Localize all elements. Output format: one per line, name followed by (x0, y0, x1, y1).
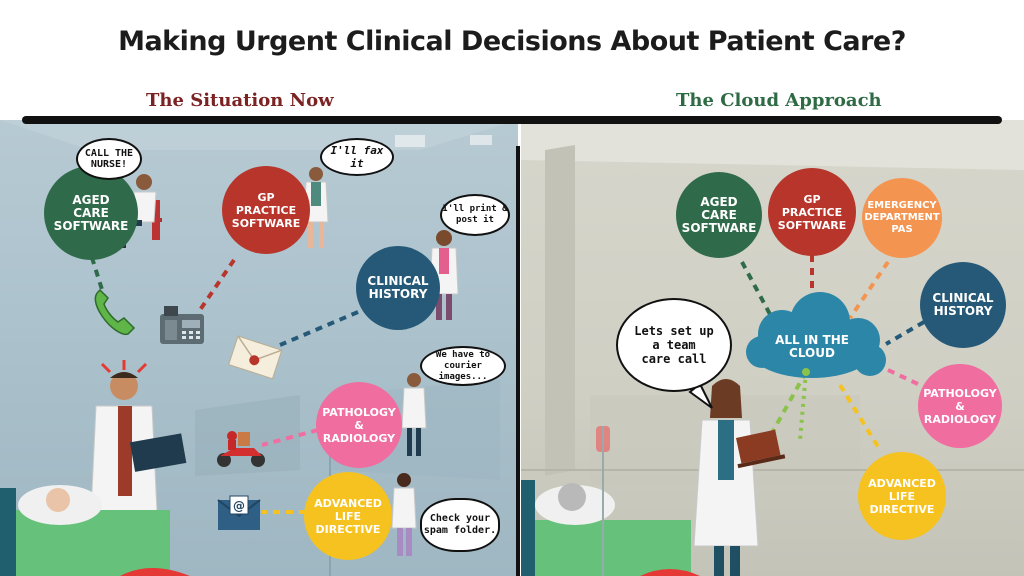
cloud-doctor-figure (693, 379, 759, 576)
right-patient-bed (521, 426, 700, 576)
situation-now-heading: The Situation Now (146, 90, 334, 111)
courier-bubble: We have to courier images... (420, 346, 506, 386)
gp-doctor-figure (303, 167, 329, 248)
left-advanced-life-circle: ADVANCED LIFE DIRECTIVE (304, 472, 392, 560)
right-advanced-life-circle: ADVANCED LIFE DIRECTIVE (858, 452, 946, 540)
phone-icon (94, 288, 136, 336)
right-gp-practice-circle: GP PRACTICE SOFTWARE (768, 168, 856, 256)
heading-underline-bar (22, 116, 1002, 124)
left-patient-bed (0, 485, 190, 576)
right-clinical-history-circle: CLINICAL HISTORY (920, 262, 1006, 348)
spam-folder-bubble: Check your spam folder. (420, 498, 500, 552)
left-gp-practice-circle: GP PRACTICE SOFTWARE (222, 166, 310, 254)
team-care-bubble: Lets set up a team care call (616, 298, 732, 392)
call-nurse-bubble: CALL THE NURSE! (76, 138, 142, 180)
fax-icon (160, 306, 204, 344)
right-aged-care-circle: AGED CARE SOFTWARE (676, 172, 762, 258)
scooter-icon (217, 431, 265, 467)
cloud-label: ALL IN THE CLOUD (775, 333, 849, 360)
right-pathology-circle: PATHOLOGY & RADIOLOGY (918, 364, 1002, 448)
pathology-doctor-figure (401, 373, 427, 456)
advanced-doctor-figure (391, 473, 417, 556)
left-clinical-history-circle: CLINICAL HISTORY (356, 246, 440, 330)
cloud-approach-heading: The Cloud Approach (676, 90, 882, 111)
right-emergency-circle: EMERGENCY DEPARTMENT PAS (862, 178, 942, 258)
envelope-icon (228, 335, 283, 380)
left-aged-care-circle: AGED CARE SOFTWARE (44, 166, 138, 260)
panel-divider (516, 146, 520, 576)
email-icon: @ (217, 495, 261, 530)
page-title: Making Urgent Clinical Decisions About P… (118, 26, 906, 57)
cloud-icon (746, 292, 886, 378)
svg-text:@: @ (233, 499, 245, 513)
left-pathology-circle: PATHOLOGY & RADIOLOGY (316, 382, 402, 468)
print-post-bubble: I'll print & post it (440, 194, 510, 236)
laptop-icon (736, 429, 786, 469)
right-connectors (740, 255, 926, 452)
left-connectors (86, 244, 359, 514)
fax-bubble: I'll fax it (320, 138, 394, 176)
